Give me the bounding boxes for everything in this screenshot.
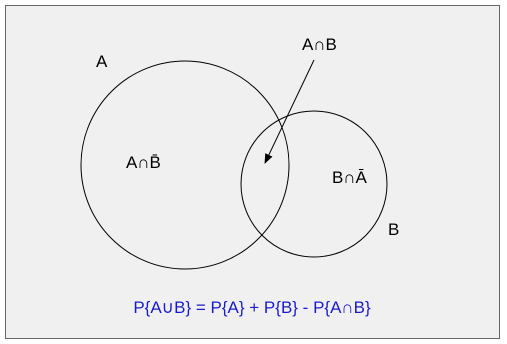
union-probability-formula: P{A∪B} = P{A} + P{B} - P{A∩B} [133,298,371,317]
set-a-label: A [96,52,108,71]
set-b-label: B [388,220,399,239]
intersection-arrow [264,59,315,164]
b-only-label: B∩Ā [332,168,368,187]
intersection-label: A∩B [302,35,337,54]
set-b-circle [240,110,388,258]
a-only-label: A∩B̄ [126,153,161,172]
set-a-circle [80,60,290,270]
diagram-panel [5,5,500,339]
